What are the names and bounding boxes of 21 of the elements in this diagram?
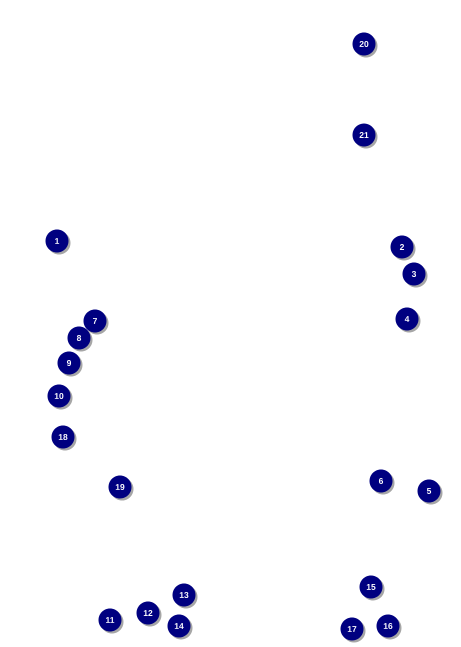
callout-number: 19 [108, 476, 134, 500]
callout-number: 8 [68, 326, 92, 352]
callout-number: 2 [390, 236, 416, 260]
callout-number: 15 [360, 576, 384, 600]
callout-number: 20 [352, 32, 378, 58]
callout-number: 4 [396, 308, 420, 332]
callout-number: 16 [376, 614, 402, 640]
callout-number: 18 [52, 426, 76, 450]
callout-number: 10 [48, 384, 72, 410]
callout-number: 6 [370, 470, 394, 494]
callout-number: 21 [352, 124, 378, 148]
callout-number: 7 [84, 310, 108, 334]
callout-number: 12 [136, 602, 162, 626]
callout-number: 17 [340, 618, 366, 642]
callout-number: 13 [172, 584, 198, 608]
callout-number: 14 [168, 614, 192, 640]
callout-number: 1 [46, 230, 70, 254]
callout-number: 3 [402, 262, 428, 288]
callout-number: 9 [58, 352, 82, 376]
callout-number: 11 [98, 608, 124, 634]
callout-number: 5 [418, 480, 442, 504]
